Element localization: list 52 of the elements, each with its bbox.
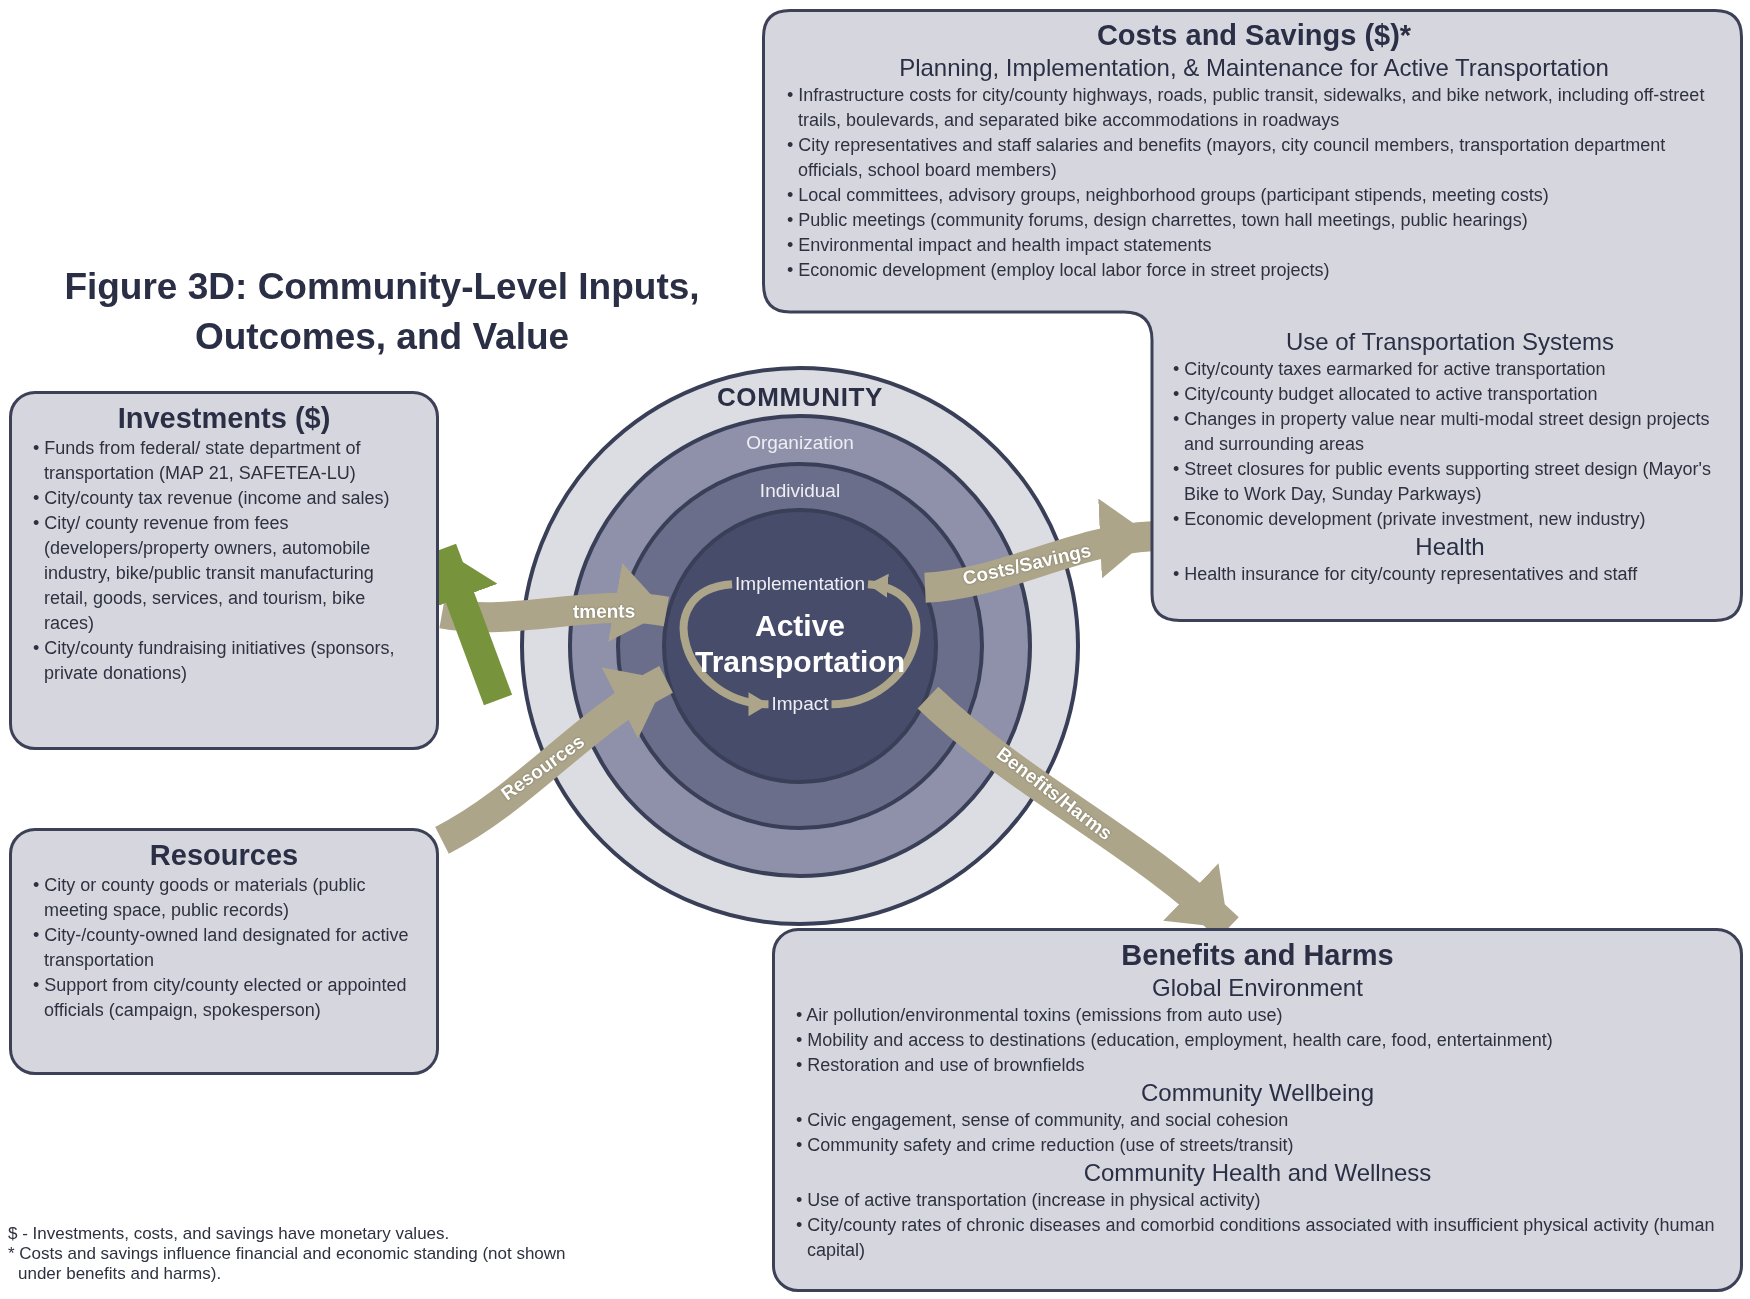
section-heading: Planning, Implementation, & Maintenance for Active Transportation <box>898 53 1610 83</box>
section-heading: Community Health and Wellness <box>1082 1158 1433 1188</box>
bullet-item: • Changes in property value near multi-modal street design projects and surrounding areas <box>1172 408 1711 456</box>
bullet-item: • Community safety and crime reduction (use of streets/transit) <box>795 1134 1295 1157</box>
info-panel <box>772 928 1743 1292</box>
bullet-item: • Civic engagement, sense of community, and social cohesion <box>795 1109 1290 1132</box>
section-heading: Community Wellbeing <box>1140 1078 1375 1108</box>
bullet-item: • Environmental impact and health impact statements <box>786 234 1213 257</box>
footnote: * Costs and savings influence financial and economic standing (not shown under benefits and harms). <box>8 1244 567 1284</box>
bullet-item: • Public meetings (community forums, design charrettes, town hall meetings, public hearings) <box>786 209 1529 232</box>
bullet-item: • Use of active transportation (increase in physical activity) <box>795 1189 1262 1212</box>
bullet-item: • Mobility and access to destinations (education, employment, health care, food, entertainment) <box>795 1029 1554 1052</box>
section-heading: Global Environment <box>1151 973 1364 1003</box>
figure-title: Figure 3D: Community-Level Inputs, Outcomes, and Value <box>63 265 701 359</box>
bullet-item: • Economic development (private investment, new industry) <box>1172 508 1647 531</box>
info-panel <box>9 391 439 750</box>
panel-heading: Resources <box>148 838 300 873</box>
bullet-item: • City/county tax revenue (income and sales) <box>32 487 391 510</box>
bullet-item: • City-/county-owned land designated for active transportation <box>32 924 410 972</box>
flow-arrow <box>434 666 674 854</box>
bullet-item: • City/ county revenue from fees (developers/property owners, automobile industry, bike/public transit manufacturing retail, goods, services, and tourism, bike races) <box>32 512 375 635</box>
section-heading: Health <box>1414 532 1486 562</box>
bullet-item: • City/county fundraising initiatives (sponsors, private donations) <box>32 637 396 685</box>
bullet-item: • Economic development (employ local labor force in street projects) <box>786 259 1331 282</box>
bullet-item: • City/county budget allocated to active transportation <box>1172 383 1599 406</box>
panel-heading: Benefits and Harms <box>1120 938 1395 973</box>
stage-label: Impact <box>771 690 829 719</box>
bullet-item: • Health insurance for city/county representatives and staff <box>1172 563 1639 586</box>
section-heading: Use of Transportation Systems <box>1284 327 1616 357</box>
ring-label: Organization <box>746 431 854 455</box>
flow-arrow <box>923 500 1154 603</box>
bullet-item: • Local committees, advisory groups, neighborhood groups (participant stipends, meeting costs) <box>786 184 1550 207</box>
panel-heading: Investments ($) <box>116 401 332 436</box>
bullet-item: • Air pollution/environmental toxins (emissions from auto use) <box>795 1004 1284 1027</box>
bullet-item: • City/county taxes earmarked for active transportation <box>1172 358 1607 381</box>
bullet-item: • City representatives and staff salaries and benefits (mayors, city council members, transportation department officials, school board members) <box>786 134 1667 182</box>
bullet-item: • Support from city/county elected or appointed officials (campaign, spokesperson) <box>32 974 408 1022</box>
panel-heading: Costs and Savings ($)* <box>1095 18 1413 53</box>
stage-label: Implementation <box>735 570 865 599</box>
bullet-item: • City/county rates of chronic diseases and comorbid conditions associated with insufficient physical activity (human capital) <box>795 1214 1716 1262</box>
flow-arrow <box>440 564 669 645</box>
ring-label: Individual <box>759 479 841 503</box>
bullet-item: • Street closures for public events supporting street design (Mayor's Bike to Work Day, Sunday Parkways) <box>1172 458 1712 506</box>
footnote: $ - Investments, costs, and savings have monetary values. <box>8 1224 451 1244</box>
info-panel <box>9 828 439 1075</box>
bullet-item: • Infrastructure costs for city/county highways, roads, public transit, sidewalks, and bike network, including off-street trails, boulevards, and separated bike accommodations in roadways <box>786 84 1706 132</box>
center-title: Active Transportation <box>694 608 906 680</box>
bullet-item: • Funds from federal/ state department of transportation (MAP 21, SAFETEA-LU) <box>32 437 362 485</box>
bullet-item: • Restoration and use of brownfields <box>795 1054 1086 1077</box>
ring-label: COMMUNITY <box>716 381 884 414</box>
bullet-item: • City or county goods or materials (public meeting space, public records) <box>32 874 367 922</box>
edge-label: tments <box>572 599 635 625</box>
